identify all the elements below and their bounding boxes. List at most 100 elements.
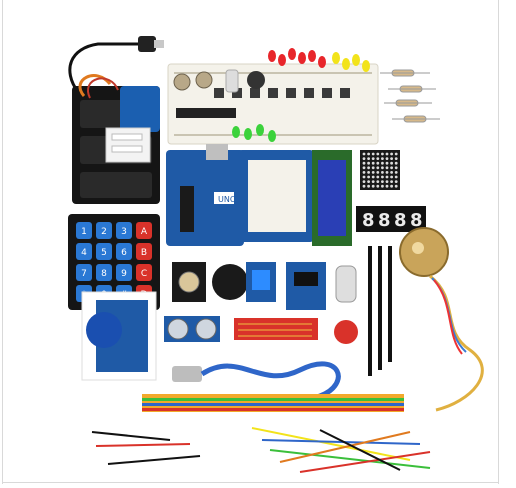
matrix-dot (394, 152, 398, 156)
lcd-module (312, 150, 352, 246)
matrix-dot (381, 180, 384, 184)
led-matrix (360, 150, 400, 190)
matrix-dot (381, 171, 384, 174)
matrix-dot (381, 157, 384, 161)
matrix-dot (385, 180, 389, 184)
jumper-wires (91, 427, 431, 473)
keypad-key (76, 222, 92, 239)
matrix-dot (371, 161, 375, 165)
matrix-dot (367, 152, 370, 156)
matrix-dot (367, 161, 370, 165)
matrix-dot (385, 184, 389, 188)
matrix-dot (367, 180, 370, 184)
matrix-dot (381, 152, 384, 156)
matrix-dot (376, 171, 380, 174)
keypad-key (116, 243, 132, 260)
matrix-dot (367, 171, 370, 174)
matrix-dot (367, 157, 370, 161)
matrix-dot (371, 152, 375, 156)
matrix-dot (362, 184, 366, 188)
keypad-key-label: B (141, 248, 147, 258)
matrix-dot (394, 157, 398, 161)
matrix-dot (394, 161, 398, 165)
matrix-dot (385, 152, 389, 156)
keypad-key-label: 7 (81, 269, 87, 279)
frame-right-border (498, 0, 499, 484)
matrix-dot (390, 161, 393, 165)
resistors (380, 69, 440, 123)
matrix-dot (376, 180, 380, 184)
matrix-dot (362, 171, 366, 174)
keypad-key-label: 5 (101, 248, 107, 258)
keypad-key-label: 4 (81, 248, 87, 258)
matrix-dot (371, 171, 375, 174)
rfid-module (81, 291, 157, 381)
keypad-key-label: 2 (101, 227, 107, 237)
led-set (232, 48, 370, 142)
matrix-dot (390, 166, 393, 170)
matrix-dot (376, 157, 380, 161)
matrix-dot (376, 184, 380, 188)
matrix-dot (367, 166, 370, 170)
keypad-key-label: 6 (121, 248, 127, 258)
seg-digit-4: 8 (410, 210, 423, 231)
matrix-dot (367, 175, 370, 179)
board-label: UNO (218, 195, 236, 204)
matrix-dot (385, 161, 389, 165)
matrix-dot (371, 166, 375, 170)
matrix-dot (376, 175, 380, 179)
prototype-shield (238, 150, 314, 242)
servo-motor (105, 86, 160, 163)
matrix-dot (385, 175, 389, 179)
keypad-key-label: 9 (121, 269, 127, 279)
keypad-key (136, 222, 152, 239)
keypad-key (136, 243, 152, 260)
keypad-key (96, 222, 112, 239)
matrix-dot (362, 175, 366, 179)
seg-digit-3: 8 (394, 210, 407, 231)
matrix-dot (385, 171, 389, 174)
matrix-dot (394, 175, 398, 179)
stepper-motor (399, 227, 484, 412)
matrix-dot (390, 171, 393, 174)
seg-digit-2: 8 (378, 210, 391, 231)
keypad-key (136, 264, 152, 281)
matrix-dot (390, 175, 393, 179)
frame-bottom-border (2, 482, 499, 483)
matrix-dot (381, 184, 384, 188)
matrix-dot (390, 184, 393, 188)
matrix-dot (385, 166, 389, 170)
matrix-dot (381, 161, 384, 165)
matrix-dot (362, 166, 366, 170)
keypad-key (116, 222, 132, 239)
header-pins (368, 246, 392, 376)
matrix-dot (376, 166, 380, 170)
matrix-dot (371, 180, 375, 184)
keypad-key-label: 1 (81, 227, 87, 237)
matrix-dot (376, 152, 380, 156)
lcd-screen (318, 160, 346, 236)
matrix-dot (390, 157, 393, 161)
keypad-key (96, 243, 112, 260)
matrix-dot (381, 166, 384, 170)
matrix-dot (362, 161, 366, 165)
modules-row (172, 262, 357, 310)
frame-left-border (2, 0, 3, 484)
matrix-dot (362, 157, 366, 161)
matrix-dot (371, 175, 375, 179)
matrix-dot (367, 184, 370, 188)
keypad-key-label: 3 (121, 227, 127, 237)
keypad-key (116, 264, 132, 281)
matrix-dot (390, 152, 393, 156)
water-sensor (234, 318, 358, 344)
keypad-key (76, 243, 92, 260)
matrix-dot (394, 184, 398, 188)
keypad-key-label: A (141, 227, 148, 237)
keypad-key-label: 8 (101, 269, 107, 279)
matrix-dot (371, 184, 375, 188)
seven-segment-display: 8 8 8 8 (356, 206, 426, 232)
dc-power-cable (68, 36, 164, 93)
arduino-board: UNO (166, 144, 244, 246)
